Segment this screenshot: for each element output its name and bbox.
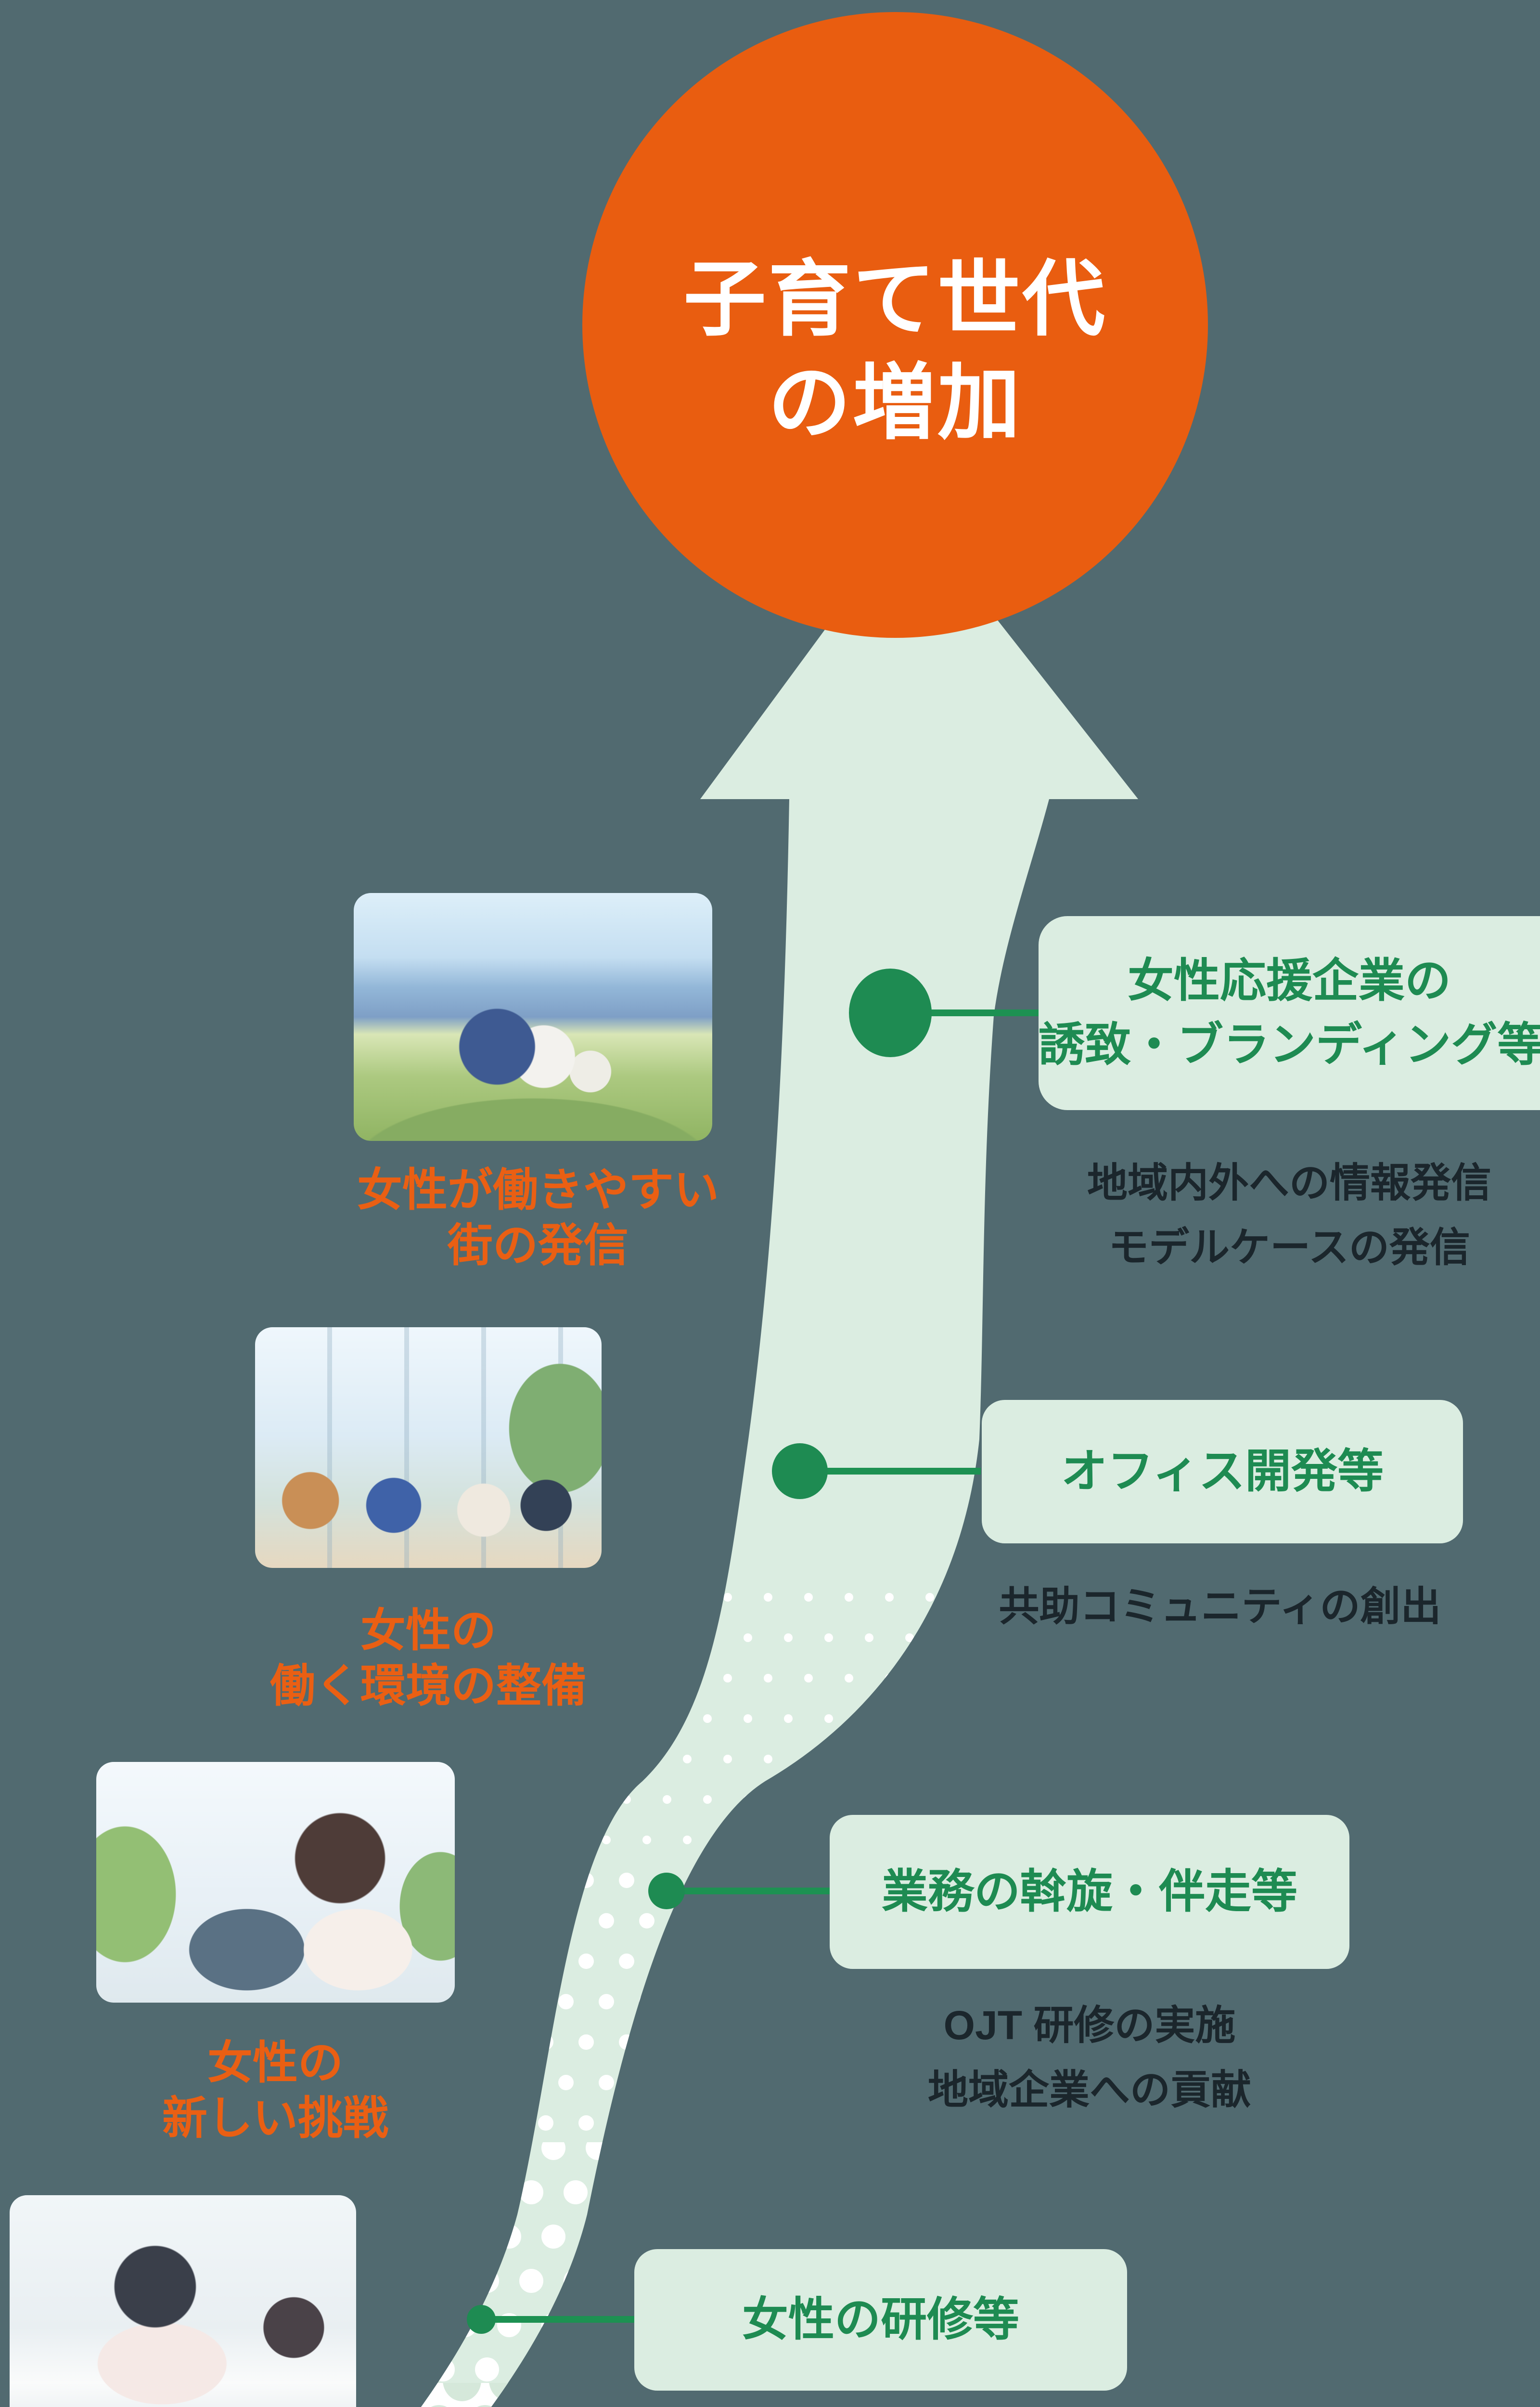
note-1: 地域内外への情報発信 モデルケースの発信 <box>952 1151 1540 1280</box>
action-box-3: 業務の斡旋・伴走等 <box>830 1815 1349 1969</box>
caption-line: 新しい挑戦 <box>162 2092 388 2143</box>
caption-line: 街の発信 <box>447 1219 629 1270</box>
caption-line: 女性の <box>360 1605 496 1656</box>
goal-label-line: の増加 <box>768 357 1022 449</box>
connector-dot-2 <box>772 1443 828 1499</box>
note-3: OJT 研修の実施 地域企業への貢献 <box>753 1993 1426 2122</box>
caption-line: 働く環境の整備 <box>270 1660 587 1711</box>
note-line: 地域内外への情報発信 <box>1087 1160 1491 1205</box>
goal-circle: 子育て世代 の増加 <box>582 12 1208 638</box>
action-box-line: 女性の研修等 <box>742 2293 1019 2345</box>
note-line: モデルケースの発信 <box>1108 1225 1470 1270</box>
action-box-1: 女性応援企業の 誘致・ブランディング等 <box>1039 916 1540 1110</box>
connector-dot-1 <box>849 969 932 1057</box>
connector-dot-3 <box>648 1873 685 1909</box>
note-line: 共助コミュニティの創出 <box>999 1584 1441 1629</box>
caption-line: 女性が働きやすい <box>357 1165 719 1215</box>
action-box-line: オフィス開発等 <box>1061 1445 1384 1497</box>
action-box-line: 女性応援企業の <box>1128 955 1451 1007</box>
photo-women-gathering <box>255 1327 602 1568</box>
note-line: OJT 研修の実施 <box>943 2003 1236 2048</box>
photo-family-outdoors <box>354 893 712 1141</box>
photo-woman-video-call <box>96 1762 455 2003</box>
note-line: 地域企業への貢献 <box>927 2067 1251 2113</box>
connector-dot-4 <box>467 2305 496 2334</box>
caption-line: 女性の <box>207 2037 343 2088</box>
action-box-line: 誘致・ブランディング等 <box>1039 1019 1540 1071</box>
note-2: 共助コミュニティの創出 <box>883 1574 1540 1639</box>
action-box-line: 業務の斡旋・伴走等 <box>882 1865 1297 1917</box>
goal-label-line: 子育て世代 <box>683 253 1107 346</box>
photo-caption-1: 女性が働きやすい 街の発信 <box>346 1163 731 1273</box>
action-box-2: オフィス開発等 <box>982 1400 1463 1543</box>
photo-caption-3: 女性の 新しい挑戦 <box>83 2035 468 2146</box>
photo-caption-2: 女性の 働く環境の整備 <box>236 1603 621 1713</box>
action-box-4: 女性の研修等 <box>634 2249 1127 2391</box>
goal-label: 子育て世代 の増加 <box>683 248 1107 455</box>
photo-women-studying <box>10 2195 356 2407</box>
